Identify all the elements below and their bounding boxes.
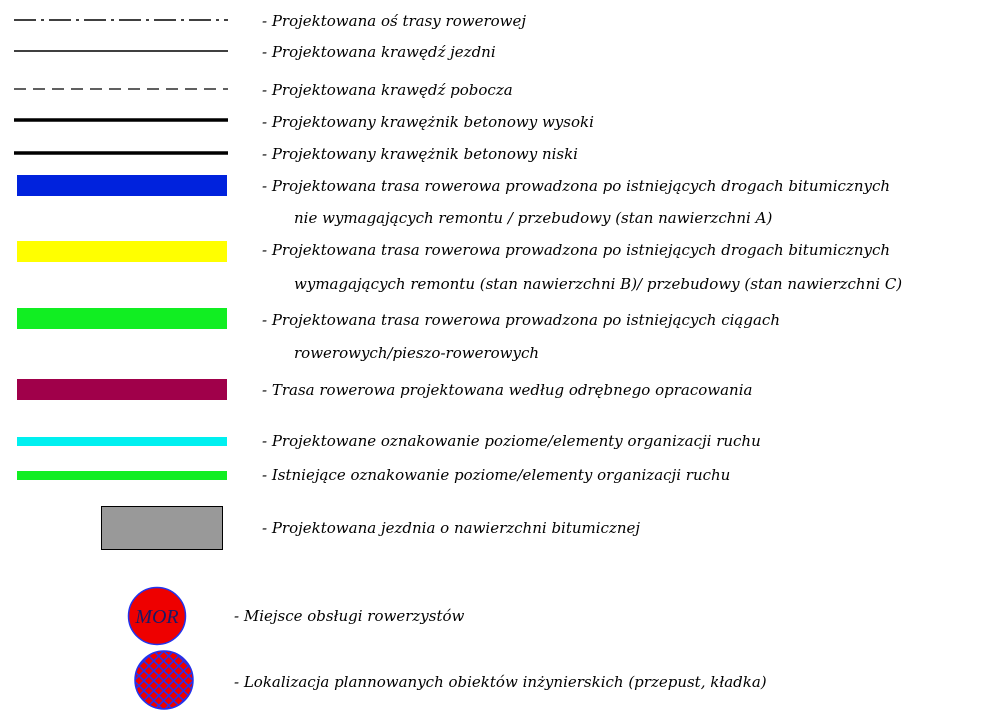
dash-dot-line-symbol <box>14 19 228 21</box>
legend-label-bitumen-roadway: - Projektowana jezdnia o nawierzchni bit… <box>262 519 641 537</box>
legend-label-low-curb: - Projektowany krawężnik betonowy niski <box>262 145 578 163</box>
legend-label-route-surface-bc-cont: wymagających remontu (stan nawierzchni B… <box>294 275 903 293</box>
mor-label: MOR <box>134 606 178 628</box>
legend-label-existing-marking: - Istniejące oznakowanie poziome/element… <box>262 466 731 484</box>
grey-roadway-box-symbol <box>101 506 223 550</box>
maroon-band-symbol <box>17 379 227 400</box>
cyclist-service-circle-icon: MOR <box>127 586 187 646</box>
legend-label-route-surface-a-cont: nie wymagających remontu / przebudowy (s… <box>294 209 773 227</box>
legend-label-cyclist-service: - Miejsce obsługi rowerzystów <box>234 607 465 625</box>
legend-label-route-surface-a: - Projektowana trasa rowerowa prowadzona… <box>262 177 891 195</box>
legend-label-road-edge: - Projektowana krawędź jezdni <box>262 43 496 61</box>
thick-solid-line-symbol <box>14 151 228 155</box>
legend-label-planned-marking: - Projektowane oznakowanie poziome/eleme… <box>262 432 761 450</box>
legend-label-route-existing-paths: - Projektowana trasa rowerowa prowadzona… <box>262 311 780 329</box>
green-thin-band-symbol <box>17 471 227 480</box>
engineering-object-hatched-circle-icon <box>134 650 194 710</box>
yellow-band-symbol <box>17 241 227 262</box>
legend-label-route-separate-study: - Trasa rowerowa projektowana według odr… <box>262 381 753 399</box>
legend-label-high-curb: - Projektowany krawężnik betonowy wysoki <box>262 113 594 131</box>
legend-label-engineering-objects: - Lokalizacja plannowanych obiektów inży… <box>234 673 767 691</box>
thick-solid-line-symbol <box>14 118 228 122</box>
legend-label-route-existing-paths-cont: rowerowych/pieszo-rowerowych <box>294 344 540 362</box>
dashed-line-symbol <box>14 88 228 90</box>
thin-solid-line-symbol <box>14 50 228 52</box>
green-band-symbol <box>17 308 227 329</box>
legend-label-bike-route-axis: - Projektowana oś trasy rowerowej <box>262 12 527 30</box>
legend-label-shoulder-edge: - Projektowana krawędź pobocza <box>262 81 513 99</box>
cyan-thin-band-symbol <box>17 437 227 446</box>
legend-label-route-surface-bc: - Projektowana trasa rowerowa prowadzona… <box>262 241 891 259</box>
blue-band-symbol <box>17 175 227 196</box>
